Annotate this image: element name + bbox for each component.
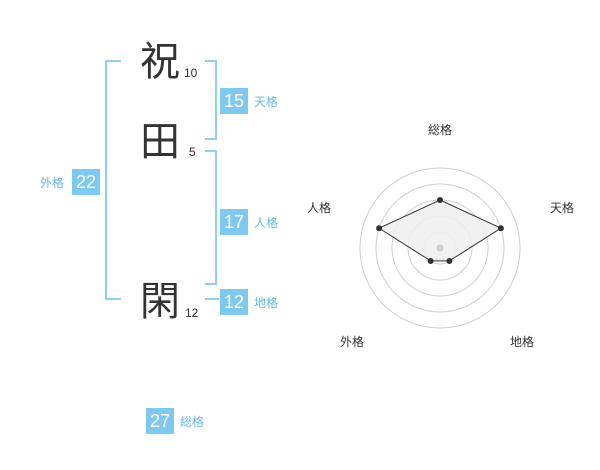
chikaku-connector	[205, 298, 219, 300]
radar-ring	[359, 167, 521, 329]
radar-point-4	[376, 225, 383, 232]
radar-points	[376, 197, 504, 264]
gaikaku-bracket	[105, 60, 121, 300]
gaikaku-score: 22	[72, 169, 100, 195]
stroke-count-3: 12	[185, 306, 199, 320]
radar-point-1	[497, 225, 504, 232]
radar-point-3	[427, 257, 434, 264]
radar-axis-label-soukaku: 総格	[428, 123, 453, 137]
radar-axis-label-chikaku: 地格	[510, 335, 535, 349]
soukaku-score: 27	[146, 408, 174, 434]
chikaku-score: 12	[220, 289, 248, 315]
tenkaku-label: 天格	[254, 95, 279, 109]
radar-ring	[375, 183, 505, 313]
stroke-count-2: 5	[189, 145, 196, 159]
radar-point-2	[446, 257, 453, 264]
soukaku-label: 総格	[180, 415, 205, 429]
radar-axis-label-gaikaku: 外格	[340, 335, 365, 349]
tenkaku-score: 15	[220, 88, 248, 114]
radar-axis-label-tenkaku: 天格	[550, 201, 575, 215]
jinkaku-score: 17	[220, 209, 248, 235]
radar-center	[436, 244, 444, 252]
name-char-1: 祝	[140, 39, 180, 85]
jinkaku-bracket	[205, 150, 217, 285]
radar-axis-label-jinkaku: 人格	[307, 201, 332, 215]
radar-point-0	[437, 197, 443, 203]
name-char-2: 田	[140, 119, 180, 165]
tenkaku-bracket	[205, 60, 217, 140]
chikaku-label: 地格	[254, 296, 279, 310]
radar-grid	[359, 167, 521, 329]
name-char-3: 閑	[140, 279, 180, 325]
gaikaku-label: 外格	[40, 176, 65, 190]
stroke-count-1: 10	[184, 66, 198, 80]
radar-area	[378, 199, 502, 262]
jinkaku-label: 人格	[254, 216, 279, 230]
